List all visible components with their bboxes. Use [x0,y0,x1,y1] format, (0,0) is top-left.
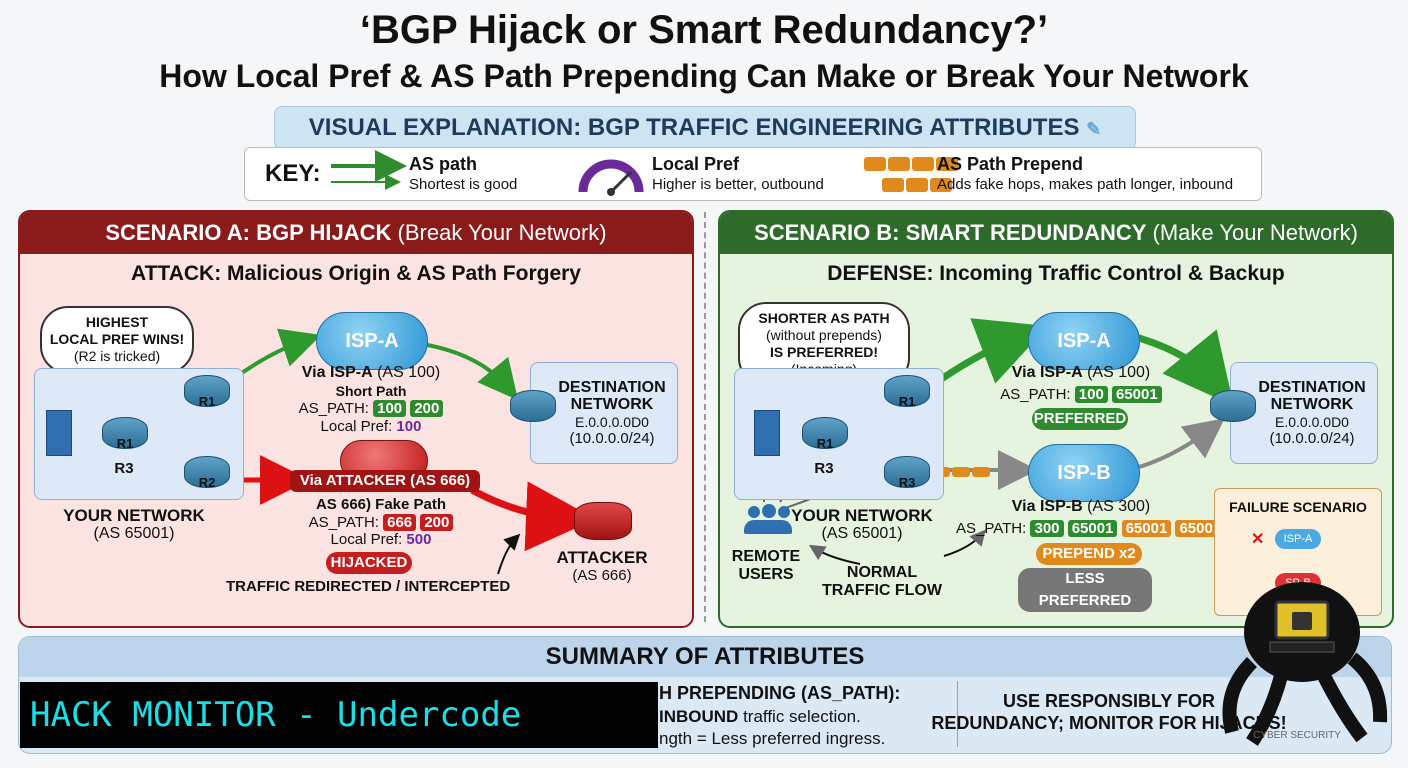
summary-prepend-heading: H PREPENDING (AS_PATH): [659,683,901,703]
scenario-a-subtitle: ATTACK: Malicious Origin & AS Path Forge… [131,262,581,285]
router-icon: R1 [884,375,930,409]
pen-icon: ✎ [1086,119,1102,139]
key-legend: KEY: AS path Shortest is good Local Pref… [244,147,1262,201]
key-prepend-title: AS Path Prepend [937,154,1084,174]
key-as-path-title: AS path [409,154,478,174]
as-path-arrow-icon [331,150,407,190]
prepend-badge: PREPEND x2 [1036,543,1142,565]
key-local-pref-title: Local Pref [652,154,740,174]
watermark-banner: HACK MONITOR - Undercode [20,682,658,748]
isp-a-as-path: AS_PATH: 100 65001 [986,386,1176,403]
fake-path-label: AS 666) Fake Path [315,496,447,513]
your-network-as: (AS 65001) [93,525,175,542]
summary-divider [957,681,958,747]
failure-scenario-box: FAILURE SCENARIO ISP-A SP-B ✕ [1214,488,1382,616]
destination-prefix: (10.0.0.0/24) [1269,430,1355,447]
short-path-label: Short Path [335,383,407,399]
isp-a-cloud: ISP-A [316,312,428,370]
summary-right-line1: USE RESPONSIBLY FOR [1002,691,1216,711]
scenario-b-panel: SCENARIO B: SMART REDUNDANCY (Make Your … [718,210,1394,628]
less-preferred-badge: LESS PREFERRED [1018,568,1152,612]
summary-header: SUMMARY OF ATTRIBUTES [19,637,1391,677]
via-isp-a-label: Via ISP-A (AS 100) [1011,364,1151,381]
via-isp-b-label: Via ISP-B (AS 300) [1011,498,1151,515]
attacker-label: ATTACKER [556,548,648,567]
scenario-b-header: SCENARIO B: SMART REDUNDANCY (Make Your … [720,212,1392,254]
isp-b-cloud: ISP-B [1028,444,1140,502]
isp-a-as-path: AS_PATH: 100 200 [276,400,466,417]
destination-ip: E.0.0.0.0D0 [575,414,649,430]
router-icon [1210,390,1256,422]
page-title: ‘BGP Hijack or Smart Redundancy?’ [359,8,1049,52]
key-local-pref-desc: Higher is better, outbound [652,176,824,193]
isp-a-cloud: ISP-A [1028,312,1140,370]
key-label: KEY: [265,160,321,187]
prepend-blocks-icon [863,156,959,198]
r3-label: R3 [114,460,134,477]
attacker-router-icon [574,502,632,540]
summary-prepend-line3: ngth = Less preferred ingress. [659,729,886,748]
failure-x-icon: ✕ [1251,531,1265,548]
isp-a-local-pref: Local Pref: 100 [320,418,422,435]
via-attacker-label: Via ATTACKER (AS 666) [290,470,480,492]
visual-explanation-bar: VISUAL EXPLANATION: BGP TRAFFIC ENGINEER… [274,106,1136,150]
r3-label: R3 [814,460,834,477]
building-icon [46,410,72,456]
hijacked-badge: HIJACKED [326,552,412,574]
users-icon [742,504,792,534]
router-icon: R2 [184,456,230,490]
logo-text: CYBER SECURITY [1253,730,1341,741]
failure-isp-a-cloud: ISP-A [1275,529,1321,549]
router-icon: R1 [102,417,148,451]
local-pref-bubble: HIGHEST LOCAL PREF WINS! (R2 is tricked) [40,306,194,374]
key-prepend-desc: Adds fake hops, makes path longer, inbou… [937,176,1234,193]
key-as-path-desc: Shortest is good [409,176,518,193]
summary-prepend-line2: INBOUND traffic selection. [659,707,861,726]
preferred-badge: PREFERRED [1032,408,1128,430]
your-network-as: (AS 65001) [821,525,903,542]
failure-scenario-title: FAILURE SCENARIO [1229,499,1367,515]
router-icon: R1 [184,375,230,409]
router-icon: R1 [802,417,848,451]
via-isp-a-label: Via ISP-A (AS 100) [301,364,441,381]
building-icon [754,410,780,456]
router-icon [510,390,556,422]
gauge-icon [578,159,644,196]
attacker-local-pref: Local Pref: 500 [330,531,432,548]
attacker-as-path: AS_PATH: 666 200 [286,514,476,531]
router-icon: R3 [884,456,930,490]
page-subtitle: How Local Pref & AS Path Prepending Can … [159,58,1249,94]
traffic-redirected-label: TRAFFIC REDIRECTED / INTERCEPTED [226,578,511,595]
scenario-b-subtitle: DEFENSE: Incoming Traffic Control & Back… [827,262,1285,285]
octopus-hacker-logo: CYBER SECURITY [1212,562,1392,752]
isp-b-as-path: AS_PATH: 300 65001 65001 65001 [956,520,1226,537]
destination-prefix: (10.0.0.0/24) [569,430,655,447]
destination-ip: E.0.0.0.0D0 [1275,414,1349,430]
scenario-a-panel: SCENARIO A: BGP HIJACK (Break Your Netwo… [18,210,694,628]
summary-right-line2: REDUNDANCY; MONITOR FOR HIJACKS! [931,713,1287,733]
scenario-divider [704,212,706,622]
your-network-label: YOUR NETWORK [791,506,933,525]
scenario-a-header: SCENARIO A: BGP HIJACK (Break Your Netwo… [20,212,692,254]
your-network-label: YOUR NETWORK [63,506,205,525]
attacker-as: (AS 666) [572,567,632,584]
